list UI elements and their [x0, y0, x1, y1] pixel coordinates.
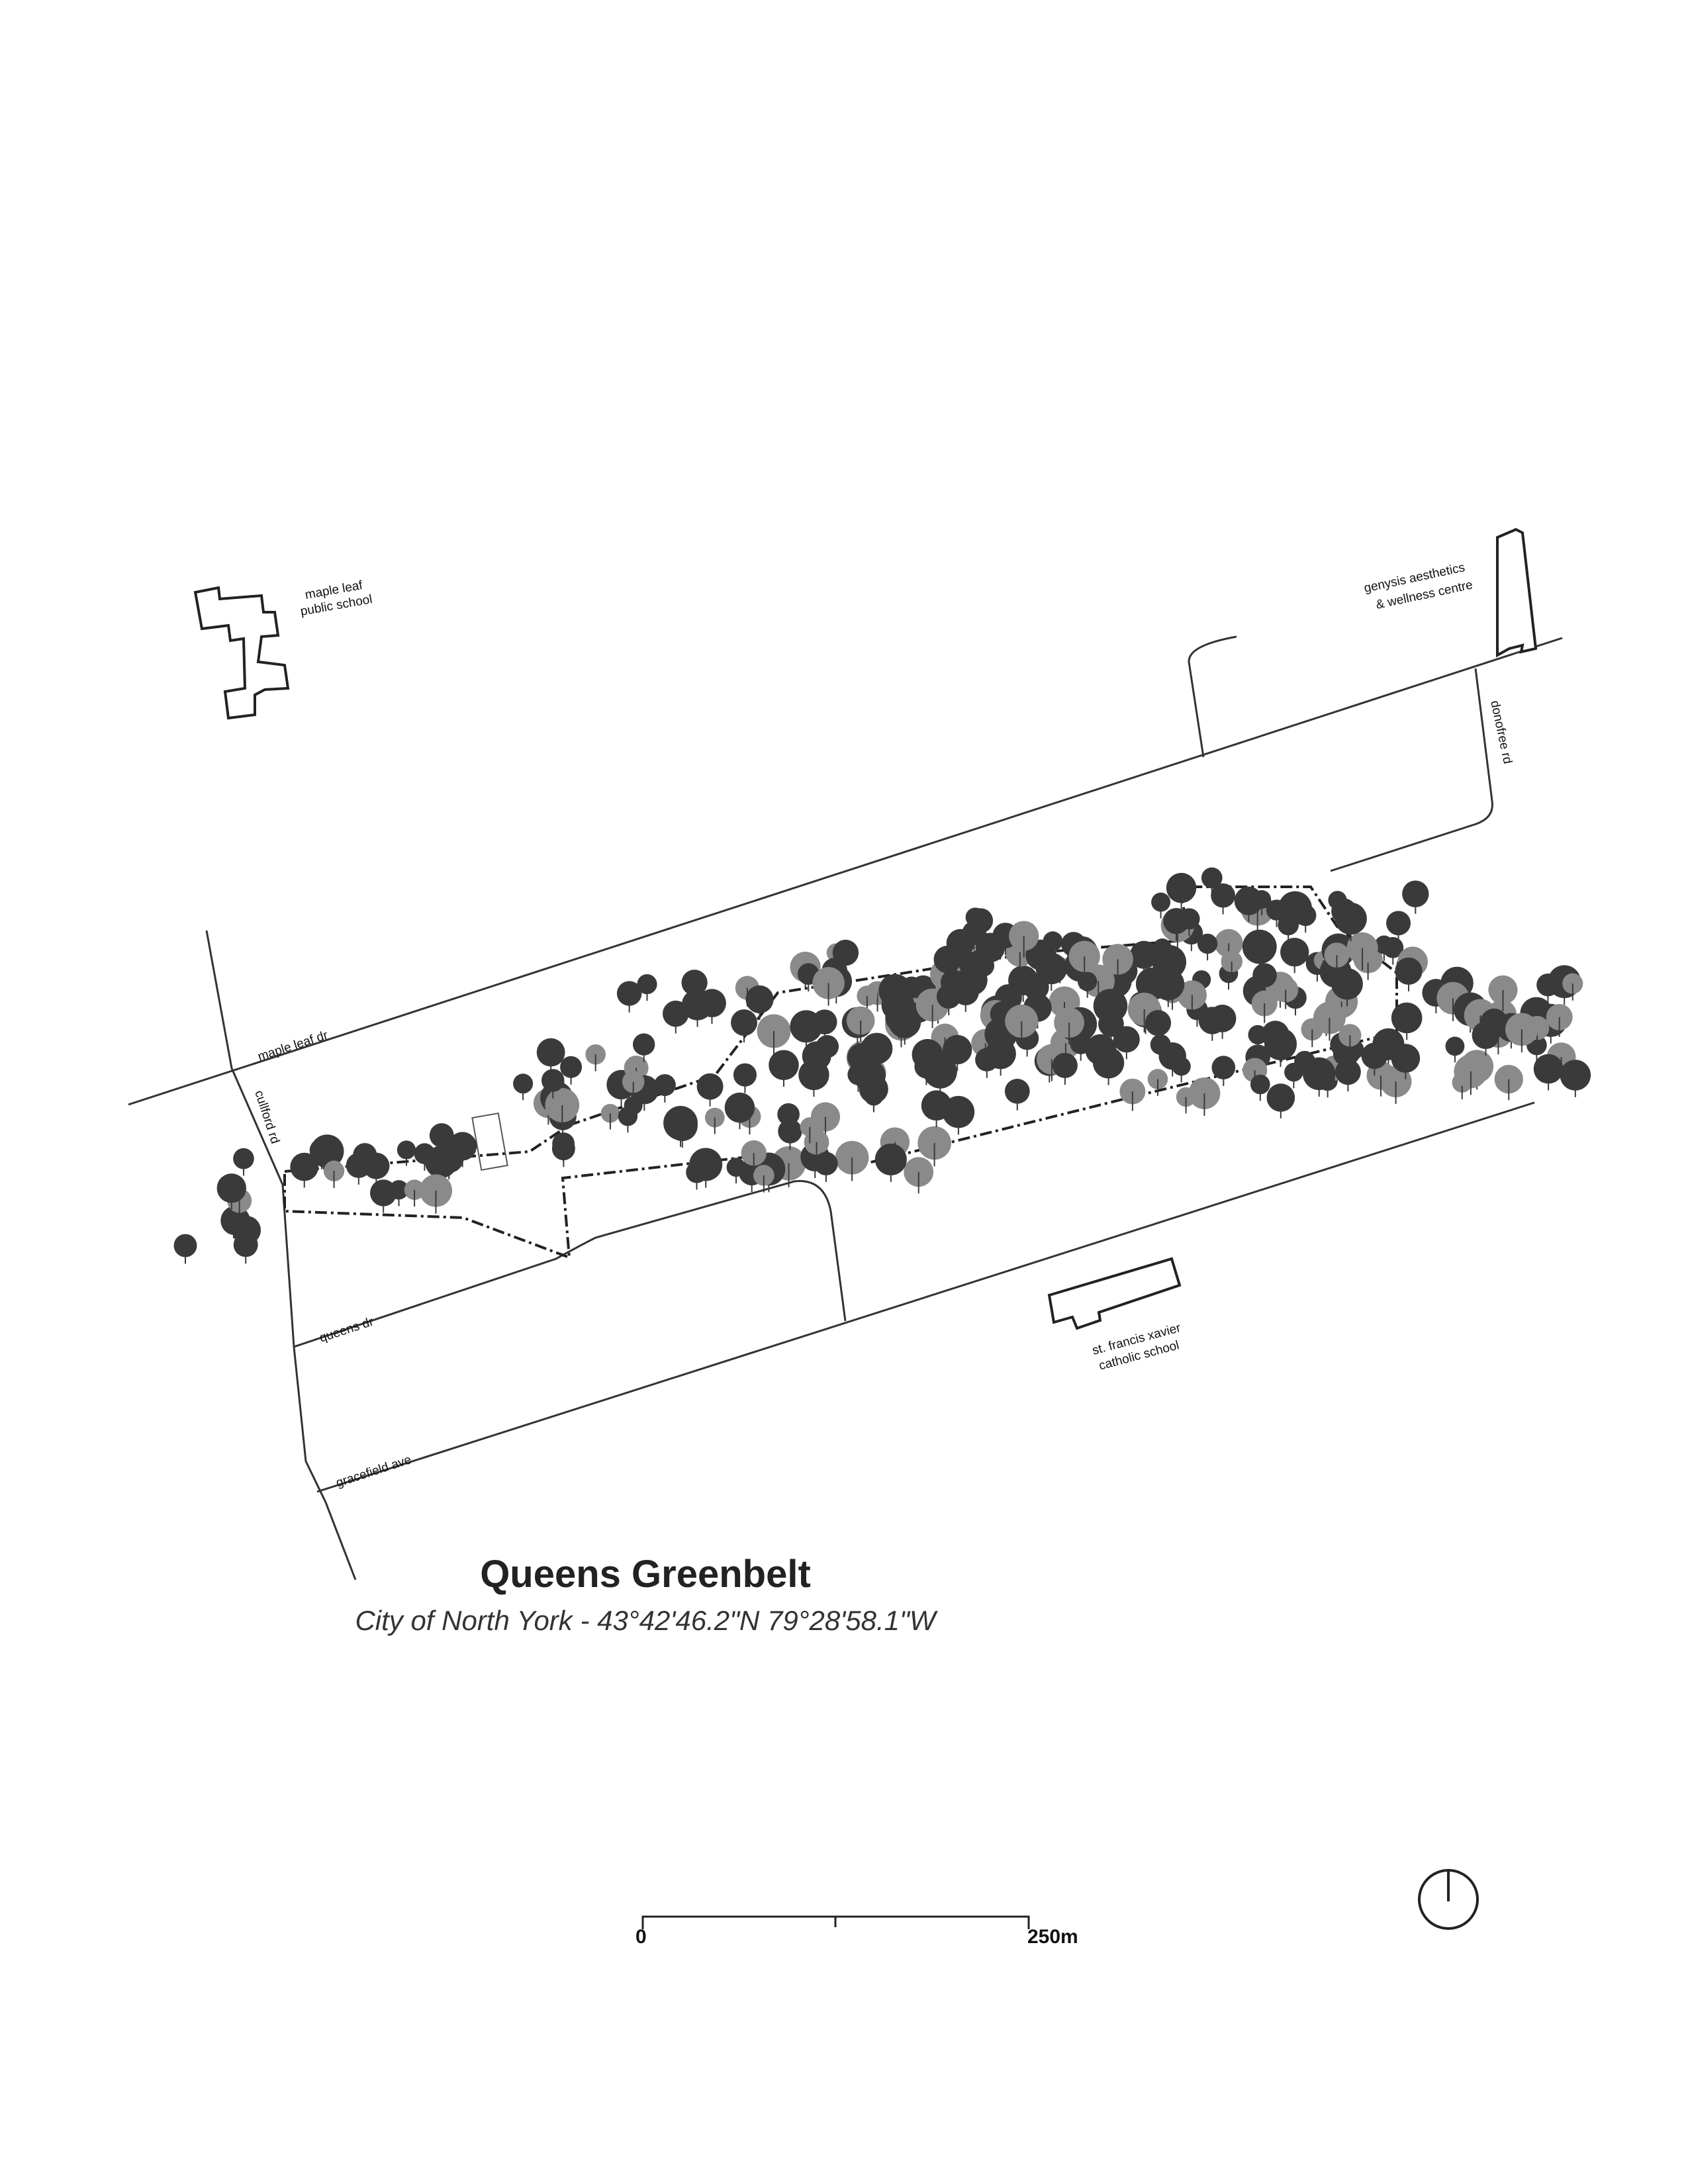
road-cullford-rd [205, 930, 357, 1580]
label-queens-dr: queens dr [318, 1314, 376, 1345]
north-arrow-icon [1418, 1869, 1479, 1930]
road-queens-dr [293, 1180, 847, 1348]
tree [933, 945, 962, 974]
label-donofree-rd: donofree rd [1487, 700, 1515, 765]
roads [128, 635, 1563, 1580]
tree [632, 1033, 655, 1056]
map-title: Queens Greenbelt [480, 1553, 811, 1596]
label-gracefield-ave: gracefield ave [334, 1453, 413, 1490]
tree [1242, 929, 1277, 964]
scale-start-label: 0 [635, 1926, 647, 1948]
label-maple-leaf-dr: maple leaf dr [256, 1028, 330, 1064]
tree-canopy [173, 867, 1591, 1264]
label-cullford-rd: cullford rd [252, 1089, 282, 1146]
tree [1163, 908, 1190, 934]
building-genysis [1496, 527, 1538, 658]
scale-end-label: 250m [1027, 1926, 1078, 1948]
tree [835, 1140, 869, 1175]
tree [585, 1044, 606, 1065]
road-driveway [1188, 635, 1237, 758]
building-st-francis [1047, 1257, 1182, 1330]
buildings [193, 527, 1538, 1330]
tree [731, 1009, 757, 1036]
road-donofree-rd [1330, 668, 1493, 872]
road-maple-leaf-dr [128, 637, 1563, 1106]
road-gracefield-ave [316, 1101, 1535, 1493]
tree [1198, 1007, 1226, 1034]
scale-bar [641, 1915, 1030, 1929]
map-subtitle: City of North York - 43°42'46.2"N 79°28'… [355, 1605, 936, 1636]
building-maple-leaf-school [193, 586, 290, 720]
tennis-court [471, 1112, 508, 1171]
